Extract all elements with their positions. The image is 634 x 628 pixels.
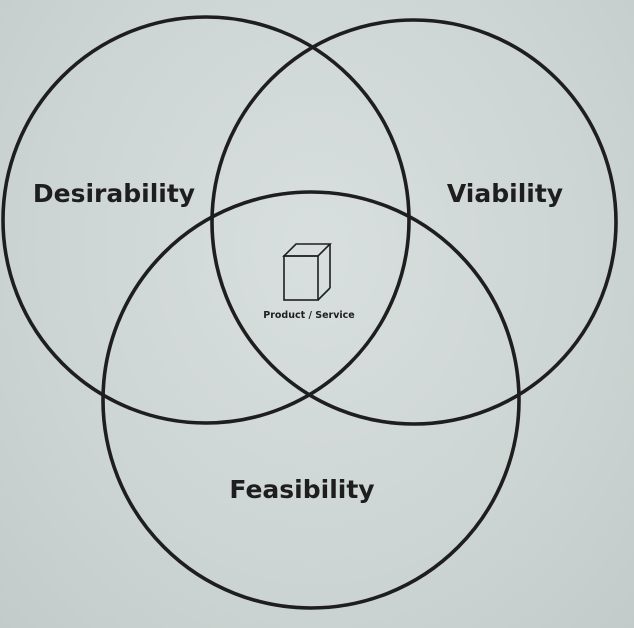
cube-icon — [282, 243, 332, 301]
desirability-label: Desirability — [33, 179, 195, 208]
viability-circle — [210, 18, 618, 426]
viability-label: Viability — [447, 179, 563, 208]
feasibility-label: Feasibility — [229, 475, 374, 504]
product-service-label: Product / Service — [263, 310, 355, 321]
desirability-circle — [1, 15, 411, 425]
feasibility-circle — [101, 190, 521, 610]
